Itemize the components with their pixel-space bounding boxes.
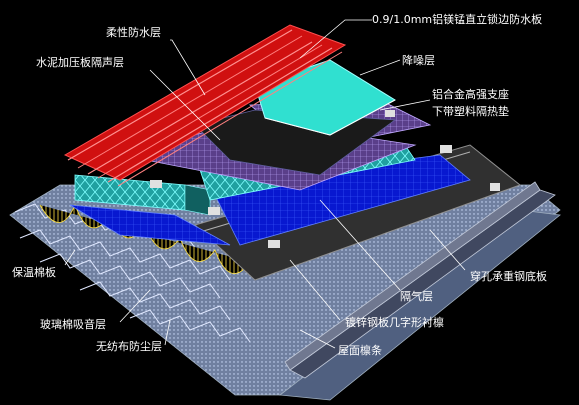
label-vapor-barrier: 隔气层 bbox=[400, 289, 433, 303]
label-bracket-line1: 铝合金高强支座 bbox=[432, 87, 509, 101]
roof-purlin bbox=[284, 181, 556, 379]
label-cement-board: 水泥加压板隔声层 bbox=[36, 55, 124, 69]
label-waterproof: 柔性防水层 bbox=[106, 25, 161, 39]
aluminum-standing-seam-roof bbox=[63, 24, 347, 187]
label-glass-wool: 玻璃棉吸音层 bbox=[40, 317, 106, 331]
label-top-panel: 0.9/1.0mm铝镁锰直立锁边防水板 bbox=[372, 12, 542, 26]
label-noise-reduction: 降噪层 bbox=[402, 53, 435, 67]
aluminum-brackets bbox=[150, 110, 500, 248]
waterproof-membrane bbox=[194, 59, 397, 176]
label-nonwoven: 无纺布防尘层 bbox=[96, 339, 162, 353]
label-perforated-deck: 穿孔承重钢底板 bbox=[470, 269, 547, 283]
leader-lines bbox=[64, 19, 466, 349]
label-insulation: 保温棉板 bbox=[12, 265, 56, 279]
label-galvanized-liner: 镀锌钢板几字形衬檩 bbox=[345, 315, 444, 329]
label-bracket-line2: 下带塑料隔热垫 bbox=[432, 104, 509, 118]
label-purlin: 屋面檩条 bbox=[338, 343, 382, 357]
